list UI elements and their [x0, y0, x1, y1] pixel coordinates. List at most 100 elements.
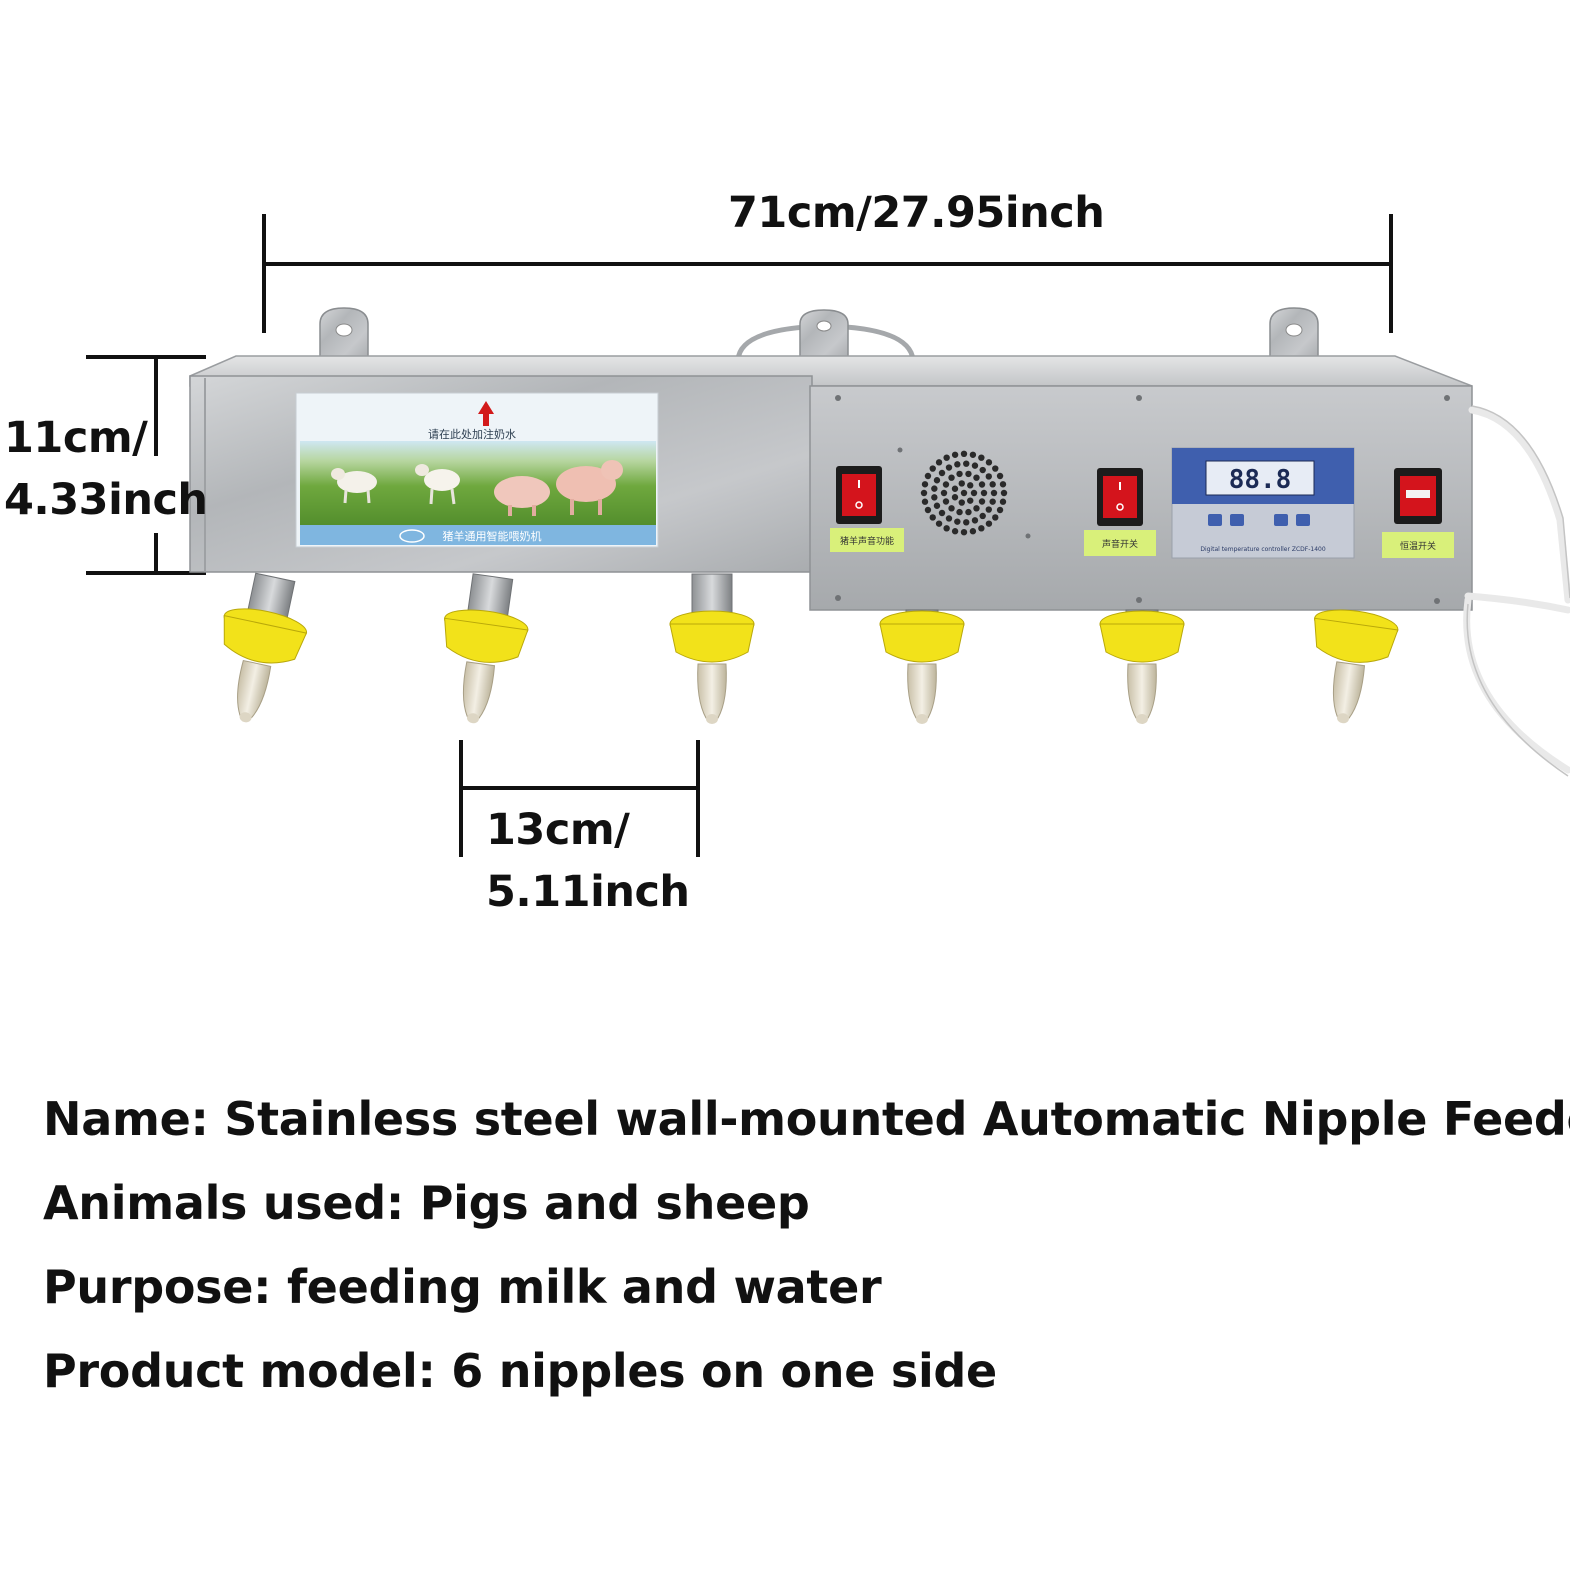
nipple-row: [223, 572, 1399, 724]
speaker-hole: [992, 514, 999, 521]
speaker-hole: [945, 464, 953, 471]
panel-screws: [835, 395, 1450, 604]
speaker-grille: [920, 450, 1008, 536]
nipple-5: [1099, 609, 1185, 724]
carry-handle: [735, 309, 916, 361]
speaker-hole: [978, 454, 985, 461]
speaker-hole: [960, 489, 968, 497]
spec-name: Name: Stainless steel wall-mounted Autom…: [43, 1092, 1570, 1146]
speaker-hole: [933, 502, 941, 509]
speaker-hole: [973, 505, 980, 512]
speaker-hole: [924, 472, 932, 480]
power-switch-1[interactable]: [836, 466, 882, 524]
switch-label-2: 声音开关: [1102, 538, 1138, 550]
speaker-hole: [969, 528, 977, 535]
nipple-3: [669, 573, 755, 724]
speaker-hole: [935, 459, 943, 466]
speaker-hole: [978, 481, 986, 488]
switch-label-3-bg: [1382, 532, 1454, 558]
controller-buttons[interactable]: [1208, 514, 1310, 526]
speaker-hole: [980, 489, 988, 497]
switch-label-1-bg: [830, 528, 904, 552]
product-sticker: 请在此处加注奶水 猪羊通用智能喂奶机: [295, 392, 659, 548]
nipple-1: [223, 572, 308, 723]
height-label: 11cm/ 4.33inch: [4, 417, 208, 522]
spacing-label: 13cm/ 5.11inch: [486, 809, 690, 914]
spec-list: Name: Stainless steel wall-mounted Autom…: [43, 1077, 1570, 1413]
speaker-hole: [965, 508, 972, 516]
speaker-hole: [992, 465, 999, 472]
spec-model: Product model: 6 nipples on one side: [43, 1344, 997, 1398]
speaker-hole: [924, 506, 932, 514]
spacing-label-line1: 13cm/: [486, 805, 630, 855]
speaker-hole: [978, 525, 985, 532]
speaker-hole: [960, 529, 968, 536]
speaker-hole: [963, 460, 970, 467]
speaker-hole: [971, 462, 979, 469]
height-label-line1: 11cm/: [4, 413, 148, 463]
speaker-hole: [954, 518, 961, 525]
speaker-hole: [921, 498, 929, 505]
speaker-hole: [938, 509, 946, 517]
speaker-hole: [965, 470, 972, 478]
mounting-bracket-right: [1269, 307, 1319, 361]
speaker-hole: [958, 480, 965, 487]
spacing-label-line2: 5.11inch: [486, 867, 690, 917]
thermostat-switch[interactable]: [1394, 468, 1442, 524]
nipple-2: [444, 573, 529, 724]
nipple-4: [879, 609, 965, 724]
speaker-hole: [967, 482, 974, 489]
speaker-hole: [990, 489, 998, 497]
spec-purpose: Purpose: feeding milk and water: [43, 1260, 882, 1314]
speaker-hole: [921, 481, 929, 488]
speaker-hole: [956, 508, 963, 516]
speaker-hole: [979, 466, 986, 474]
speaker-hole: [999, 481, 1007, 488]
speaker-hole: [989, 498, 996, 505]
speaker-hole: [948, 505, 955, 512]
speaker-hole: [954, 461, 961, 468]
sound-switch[interactable]: [1097, 468, 1143, 526]
speaker-hole: [971, 517, 979, 524]
sticker-top-text: 请在此处加注奶水: [428, 427, 516, 441]
speaker-hole: [920, 489, 928, 497]
sticker-bottom-text: 猪羊通用智能喂奶机: [443, 529, 542, 543]
speaker-hole: [958, 499, 965, 506]
width-label: 71cm/27.95inch: [728, 188, 1105, 238]
switch-label-2-bg: [1084, 530, 1156, 556]
speaker-hole: [985, 459, 993, 466]
speaker-hole: [1000, 489, 1008, 497]
width-dimension-line: [262, 214, 1393, 333]
spacing-dimension-line: [459, 740, 700, 857]
power-cable: [1463, 406, 1570, 774]
speaker-hole: [948, 474, 955, 481]
speaker-hole: [969, 451, 977, 458]
speaker-hole: [985, 473, 992, 480]
speaker-hole: [963, 519, 970, 526]
speaker-hole: [979, 512, 986, 520]
controller-caption: Digital temperature controller ZCDF-1400: [1200, 546, 1326, 553]
spec-animals: Animals used: Pigs and sheep: [43, 1176, 810, 1230]
speaker-hole: [929, 514, 936, 521]
speaker-hole: [945, 515, 953, 522]
speaker-hole: [931, 485, 938, 492]
switch-label-1: 猪羊声音功能: [840, 535, 894, 547]
speaker-hole: [943, 525, 950, 532]
speaker-hole: [985, 520, 993, 527]
speaker-hole: [985, 506, 992, 513]
controller-display: 88.8: [1229, 465, 1292, 495]
height-dimension-line: [86, 355, 206, 575]
speaker-hole: [967, 497, 974, 504]
speaker-hole: [996, 472, 1004, 480]
speaker-hole: [942, 481, 950, 488]
speaker-hole: [989, 481, 996, 488]
speaker-hole: [938, 469, 946, 477]
mounting-bracket-left: [319, 307, 369, 361]
speaker-hole: [973, 474, 980, 481]
temperature-controller: 88.8 Digital temperature controller ZCDF…: [1171, 447, 1355, 559]
speaker-hole: [951, 485, 959, 492]
switch-label-3: 恒温开关: [1400, 540, 1436, 552]
speaker-hole: [999, 498, 1007, 505]
speaker-hole: [940, 489, 948, 497]
